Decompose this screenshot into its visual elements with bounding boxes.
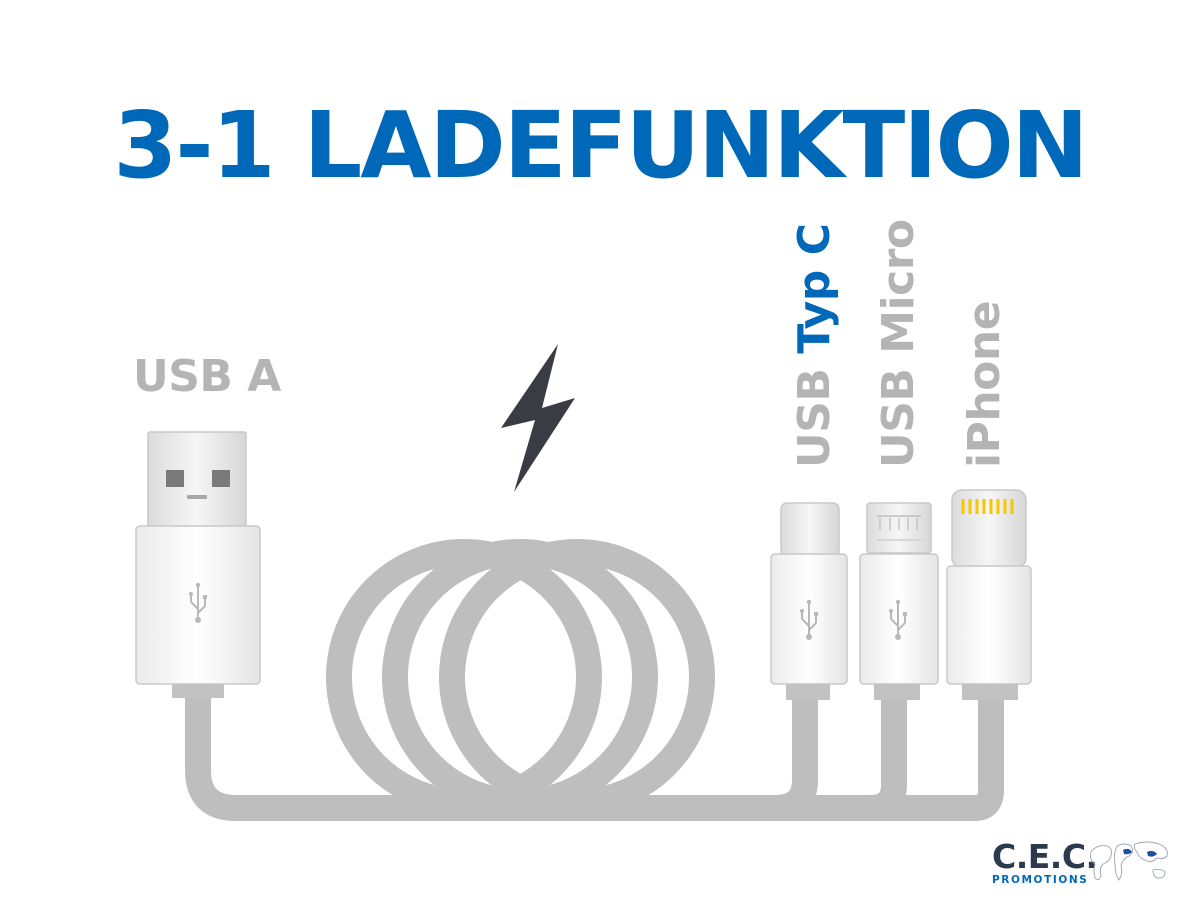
label-usb-typ-c: USB Typ C [789, 224, 840, 468]
usb-a-plug [135, 431, 261, 698]
logo-name: C.E.C. [992, 837, 1098, 876]
cec-promotions-logo: C.E.C. PROMOTIONS [990, 838, 1175, 893]
logo-subtitle: PROMOTIONS [992, 874, 1089, 886]
usb-typ-c-plug [770, 502, 848, 700]
iphone-lightning-plug [946, 489, 1032, 700]
cable [185, 539, 1004, 821]
world-map-icon [1090, 841, 1168, 881]
label-iphone-text: iPhone [959, 300, 1010, 468]
label-usb-typ-c-highlight: Typ C [789, 223, 840, 354]
label-usb-a: USB A [133, 351, 281, 402]
label-usb-typ-c-prefix: USB [789, 353, 840, 468]
usb-micro-plug [859, 502, 939, 700]
label-usb-micro: USB Micro [873, 219, 924, 468]
label-usb-micro-text: USB Micro [873, 219, 924, 468]
label-iphone: iPhone [959, 301, 1010, 468]
lightning-bolt-icon [501, 344, 575, 492]
page-title: 3-1 LADEFUNKTION [113, 92, 1088, 199]
